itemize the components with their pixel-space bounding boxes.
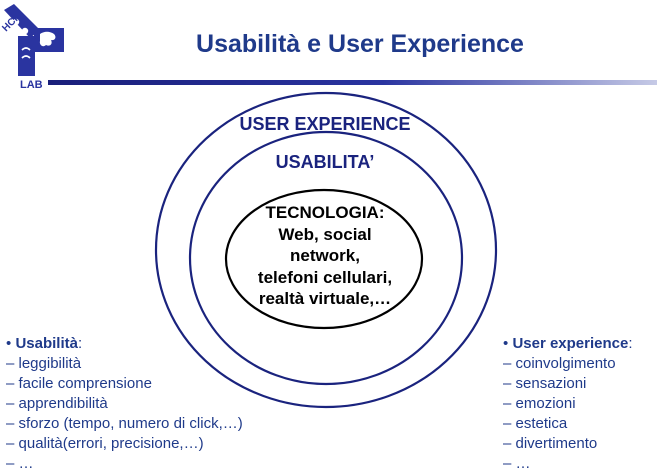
list-item: – divertimento [503, 435, 598, 452]
list-item: – qualità(errori, precisione,…) [6, 435, 204, 452]
technology-line: network, [290, 246, 360, 265]
heading-suffix: : [628, 335, 633, 352]
heading-suffix: : [77, 335, 83, 352]
list-item: – leggibilità [6, 355, 82, 372]
list-item: – facile comprensione [6, 375, 152, 392]
list-item: – … [6, 455, 34, 472]
technology-label: TECNOLOGIA: Web, social network, telefon… [232, 202, 418, 310]
technology-line: telefoni cellulari, [257, 267, 393, 287]
ux-heading: User experience [512, 335, 629, 352]
list-item: – sforzo (tempo, numero di click,…) [6, 415, 243, 432]
inner-circle-technology [224, 188, 424, 330]
slide-title: Usabilità e User Experience [196, 30, 524, 58]
list-item: – emozioni [503, 395, 576, 412]
usability-list: • Usabilità: – leggibilità – facile comp… [6, 334, 243, 474]
list-item: – … [503, 455, 531, 472]
usability-heading: Usabilità [15, 335, 78, 352]
technology-line: TECNOLOGIA: [265, 203, 385, 222]
list-item: – estetica [503, 415, 568, 432]
user-experience-label: USER EXPERIENCE [239, 114, 411, 134]
middle-circle-usability [188, 130, 464, 386]
list-item: – sensazioni [503, 375, 587, 392]
usability-list-heading: • Usabilità: [6, 334, 243, 354]
bullet: • [6, 335, 12, 352]
usability-label: USABILITA’ [275, 152, 375, 172]
header-rule [48, 80, 657, 85]
technology-line: realtà virtuale,… [258, 289, 392, 308]
hci-lab-logo-icon: HCI LAB [0, 0, 70, 92]
bullet: • [503, 335, 509, 352]
ux-list-heading: • User experience: [503, 334, 633, 354]
outer-circle-user-experience [154, 91, 498, 409]
ux-list: • User experience: – coinvolgimento – se… [503, 334, 633, 474]
list-item: – apprendibilità [6, 395, 108, 412]
list-item: – coinvolgimento [503, 355, 616, 372]
logo-text-bottom: LAB [20, 79, 43, 91]
technology-line: Web, social [278, 224, 372, 244]
